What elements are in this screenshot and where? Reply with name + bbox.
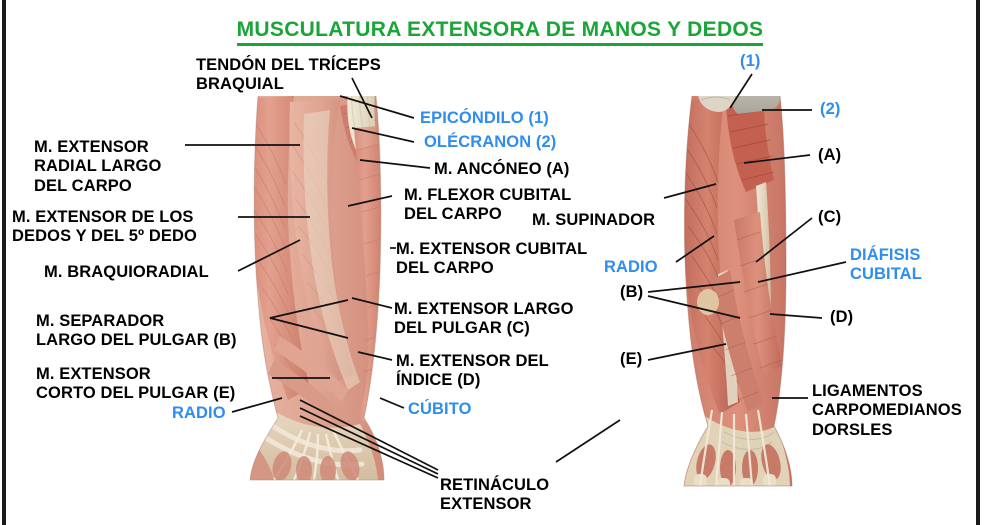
forearm-deep-illustration xyxy=(672,70,802,490)
label-epicondilo: EPICÓNDILO (1) xyxy=(420,109,549,127)
forearm-superficial-illustration xyxy=(244,88,394,488)
label-ext-dedos: M. EXTENSOR DE LOS DEDOS Y DEL 5º DEDO xyxy=(12,208,197,246)
label-ext-corto-pulgar: M. EXTENSOR CORTO DEL PULGAR (E) xyxy=(36,365,236,403)
label-retinaculo: RETINÁCULO EXTENSOR xyxy=(440,476,550,514)
leader-retinaculo-4 xyxy=(555,419,621,463)
label-tendon-triceps: TENDÓN DEL TRÍCEPS BRAQUIAL xyxy=(196,56,381,94)
label-marker-E: (E) xyxy=(620,350,643,368)
label-ligamentos: LIGAMENTOS CARPOMEDIANOS DORSLES xyxy=(812,382,962,439)
label-separador-largo: M. SEPARADOR LARGO DEL PULGAR (B) xyxy=(36,312,237,350)
label-cubito: CÚBITO xyxy=(408,400,472,418)
label-marker-D: (D) xyxy=(830,308,854,326)
label-flexor-cubital: M. FLEXOR CUBITAL DEL CARPO xyxy=(404,186,572,224)
page-border-right xyxy=(976,0,980,525)
label-ext-cubital: M. EXTENSOR CUBITAL DEL CARPO xyxy=(396,240,588,278)
label-marker-A: (A) xyxy=(818,146,842,164)
forearm-deep-svg xyxy=(683,95,793,487)
label-supinador: M. SUPINADOR xyxy=(532,211,656,229)
page-title: MUSCULATURA EXTENSORA DE MANOS Y DEDOS xyxy=(0,18,1000,46)
label-marker-1: (1) xyxy=(740,52,761,70)
label-ext-indice: M. EXTENSOR DEL ÍNDICE (D) xyxy=(396,352,549,390)
label-marker-2: (2) xyxy=(820,100,841,118)
label-ext-largo-pulgar: M. EXTENSOR LARGO DEL PULGAR (C) xyxy=(394,300,574,338)
label-radio-left: RADIO xyxy=(172,404,226,422)
label-marker-B: (B) xyxy=(620,283,644,301)
label-olecranon: OLÉCRANON (2) xyxy=(424,133,557,151)
label-braquioradial: M. BRAQUIORADIAL xyxy=(44,263,209,281)
label-diafisis-cubital: DIÁFISIS CUBITAL xyxy=(850,246,922,284)
forearm-superficial-svg xyxy=(249,95,385,481)
label-radio-mid: RADIO xyxy=(604,258,658,276)
page-border-left xyxy=(2,0,6,525)
page-title-text: MUSCULATURA EXTENSORA DE MANOS Y DEDOS xyxy=(236,18,764,46)
label-ext-radial-largo: M. EXTENSOR RADIAL LARGO DEL CARPO xyxy=(34,138,162,195)
label-marker-C: (C) xyxy=(818,208,842,226)
label-anconeo: M. ANCÓNEO (A) xyxy=(434,160,570,178)
